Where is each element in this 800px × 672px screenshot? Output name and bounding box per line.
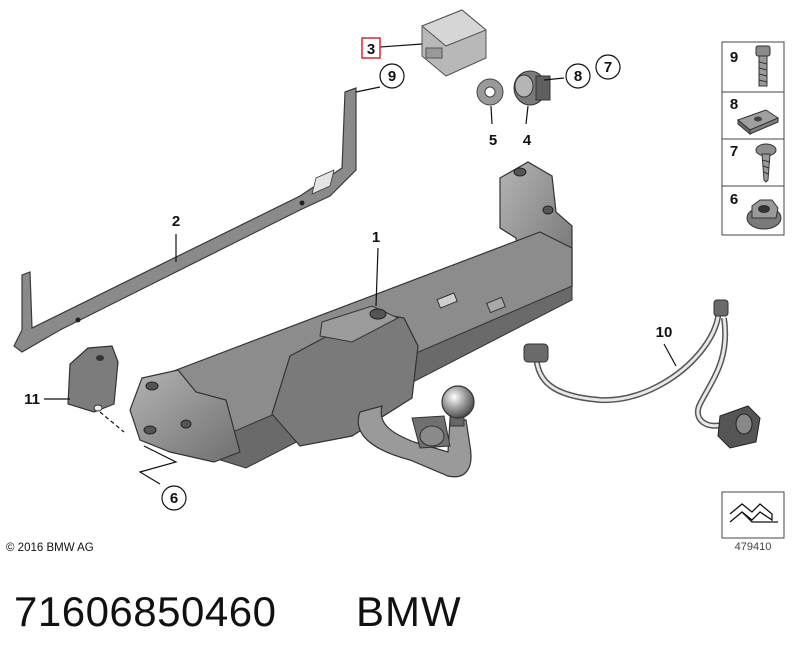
clip-nut-icon bbox=[737, 109, 780, 136]
copyright-notice: © 2016 BMW AG bbox=[6, 542, 94, 554]
callout-1: 1 bbox=[372, 229, 380, 246]
support-bracket-part bbox=[13, 87, 357, 353]
callout-11: 11 bbox=[24, 391, 40, 408]
legend-8-label: 8 bbox=[730, 96, 738, 113]
callout-6: 6 bbox=[170, 490, 178, 507]
washer-part bbox=[476, 78, 504, 106]
reference-number: 479410 bbox=[734, 541, 772, 553]
leader-lines bbox=[44, 43, 677, 485]
legend-7-label: 7 bbox=[730, 143, 738, 160]
bolt-icon bbox=[755, 45, 771, 87]
callout-7: 7 bbox=[604, 59, 612, 76]
wiring-harness-part bbox=[523, 299, 761, 449]
callout-5: 5 bbox=[489, 132, 497, 149]
callout-2: 2 bbox=[172, 213, 180, 230]
brand-name: BMW bbox=[356, 588, 462, 635]
callout-6-circle bbox=[161, 485, 187, 511]
legend-9-label: 9 bbox=[730, 49, 738, 66]
callout-8: 8 bbox=[574, 68, 582, 85]
flange-nut-icon bbox=[746, 199, 782, 230]
tow-bar-assembly-part bbox=[129, 161, 573, 478]
legend-6-label: 6 bbox=[730, 191, 738, 208]
callout-9-circle bbox=[379, 63, 405, 89]
callout-8-circle bbox=[565, 63, 591, 89]
reference-arrow-icon bbox=[721, 491, 785, 539]
screw-icon bbox=[755, 143, 777, 183]
callout-9: 9 bbox=[388, 68, 396, 85]
small-parts-legend: 9 8 7 6 bbox=[721, 41, 785, 236]
callout-3-highlight-box bbox=[361, 37, 381, 59]
callout-10: 10 bbox=[656, 324, 673, 341]
control-module-part bbox=[421, 9, 487, 77]
socket-part bbox=[513, 70, 551, 106]
callout-4: 4 bbox=[523, 132, 532, 149]
callout-7-circle bbox=[595, 54, 621, 80]
part-number: 71606850460 bbox=[14, 588, 277, 635]
callout-3: 3 bbox=[367, 41, 375, 58]
cover-plate-part bbox=[67, 345, 119, 413]
